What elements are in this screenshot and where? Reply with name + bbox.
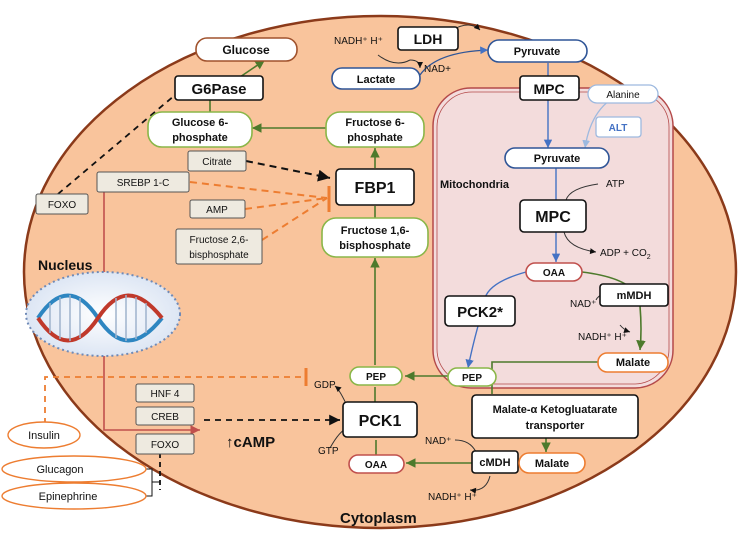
fructose-6-phosphate-node: Fructose 6- phosphate [325, 111, 425, 148]
cmdh-enzyme: cMDH [471, 450, 519, 474]
svg-text:transporter: transporter [526, 420, 585, 432]
fructose-2-6-bisphosphate-regulator: Fructose 2,6- bisphosphate [175, 228, 263, 265]
pck2-enzyme: PCK2* [444, 295, 516, 327]
mitochondria-label: Mitochondria [440, 179, 510, 191]
ldh-nad-label: NAD+ [424, 64, 451, 75]
svg-text:HNF 4: HNF 4 [151, 389, 180, 400]
oaa-mito-node: OAA [525, 262, 583, 282]
g6pase-enzyme: G6Pase [174, 75, 264, 101]
cmdh-nad-label: NAD⁺ [425, 436, 451, 447]
malate-cyto-node: Malate [518, 452, 586, 474]
svg-text:PEP: PEP [366, 372, 386, 383]
svg-text:Glucose: Glucose [222, 43, 270, 57]
svg-text:CREB: CREB [151, 412, 179, 423]
pyruvate-node: Pyruvate [487, 39, 588, 63]
malate-akg-transporter: Malate-α Ketogluatarate transporter [471, 394, 639, 439]
mito-pyruvate-node: Pyruvate [504, 147, 610, 169]
hnf4-factor: HNF 4 [135, 383, 195, 403]
insulin-hormone: Insulin [7, 421, 81, 449]
svg-text:OAA: OAA [365, 460, 387, 471]
adp-co2-label: ADP + CO2 [600, 248, 651, 261]
atp-label: ATP [606, 179, 625, 190]
nucleus-dna [25, 271, 181, 357]
svg-text:Glucose 6-: Glucose 6- [172, 117, 229, 129]
mmdh-enzyme: mMDH [599, 283, 669, 307]
mpc-mito-enzyme: MPC [519, 199, 587, 233]
nucleus-label: Nucleus [38, 257, 93, 273]
svg-text:Fructose 2,6-: Fructose 2,6- [190, 235, 249, 246]
foxo-top-factor: FOXO [35, 193, 89, 215]
svg-text:Glucagon: Glucagon [36, 464, 83, 476]
alanine-node: Alanine [587, 84, 659, 104]
pep-cyto-node: PEP [349, 366, 403, 386]
srebp-1c-factor: SREBP 1-C [96, 171, 190, 193]
svg-text:LDH: LDH [414, 31, 443, 47]
svg-text:Malate-α Ketogluatarate: Malate-α Ketogluatarate [493, 404, 618, 416]
svg-text:Malate: Malate [535, 458, 569, 470]
svg-text:PCK1: PCK1 [359, 413, 402, 430]
gdp-label: GDP [314, 380, 336, 391]
mmdh-nad-label: NAD⁺ [570, 299, 596, 310]
fbp1-enzyme: FBP1 [335, 168, 415, 206]
foxo-bottom-factor: FOXO [135, 433, 195, 455]
svg-text:Epinephrine: Epinephrine [39, 491, 98, 503]
svg-text:FBP1: FBP1 [355, 180, 396, 197]
svg-text:MPC: MPC [535, 209, 571, 226]
svg-text:SREBP 1-C: SREBP 1-C [117, 178, 170, 189]
glucagon-hormone: Glucagon [1, 455, 147, 483]
svg-text:Pyruvate: Pyruvate [514, 46, 560, 58]
svg-text:MPC: MPC [533, 81, 564, 97]
svg-text:Citrate: Citrate [202, 157, 232, 168]
pep-mito-node: PEP [447, 367, 497, 387]
svg-text:phosphate: phosphate [172, 132, 228, 144]
svg-text:ALT: ALT [609, 123, 628, 134]
lactate-node: Lactate [331, 67, 421, 90]
svg-text:Pyruvate: Pyruvate [534, 153, 580, 165]
creb-factor: CREB [135, 406, 195, 426]
svg-text:Lactate: Lactate [357, 74, 396, 86]
svg-text:bisphosphate: bisphosphate [339, 240, 411, 252]
svg-text:Alanine: Alanine [606, 90, 640, 101]
ldh-nadh-label: NADH⁺ H⁺ [334, 36, 383, 47]
svg-text:PCK2*: PCK2* [457, 304, 503, 321]
svg-text:OAA: OAA [543, 268, 565, 279]
svg-text:bisphosphate: bisphosphate [189, 250, 249, 261]
mpc-transporter: MPC [519, 75, 580, 101]
gtp-label: GTP [318, 446, 339, 457]
svg-text:cMDH: cMDH [479, 457, 510, 469]
svg-text:PEP: PEP [462, 373, 482, 384]
amp-regulator: AMP [189, 199, 246, 219]
alt-enzyme: ALT [595, 116, 642, 138]
svg-text:Insulin: Insulin [28, 430, 60, 442]
fructose-1-6-bisphosphate-node: Fructose 1,6- bisphosphate [321, 217, 429, 258]
ldh-enzyme: LDH [397, 26, 459, 51]
svg-text:phosphate: phosphate [347, 132, 403, 144]
svg-text:Fructose 6-: Fructose 6- [345, 117, 405, 129]
svg-text:G6Pase: G6Pase [191, 81, 246, 98]
svg-text:FOXO: FOXO [151, 440, 180, 451]
glucose-6-phosphate-node: Glucose 6- phosphate [147, 111, 253, 148]
svg-text:Malate: Malate [616, 357, 650, 369]
svg-text:mMDH: mMDH [617, 290, 652, 302]
cmdh-nadh-label: NADH⁺ H⁺ [428, 492, 477, 503]
epinephrine-hormone: Epinephrine [1, 482, 147, 510]
malate-mito-node: Malate [597, 352, 669, 373]
svg-text:FOXO: FOXO [48, 200, 77, 211]
camp-label: ↑cAMP [226, 434, 275, 451]
svg-text:AMP: AMP [206, 205, 228, 216]
cytoplasm-label: Cytoplasm [340, 510, 417, 527]
oaa-cyto-node: OAA [348, 454, 405, 474]
glucose-node: Glucose [195, 37, 298, 62]
svg-text:Fructose 1,6-: Fructose 1,6- [341, 225, 410, 237]
mmdh-nadh-label: NADH⁺ H⁺ [578, 332, 627, 343]
pck1-enzyme: PCK1 [342, 401, 418, 438]
citrate-regulator: Citrate [187, 150, 247, 172]
